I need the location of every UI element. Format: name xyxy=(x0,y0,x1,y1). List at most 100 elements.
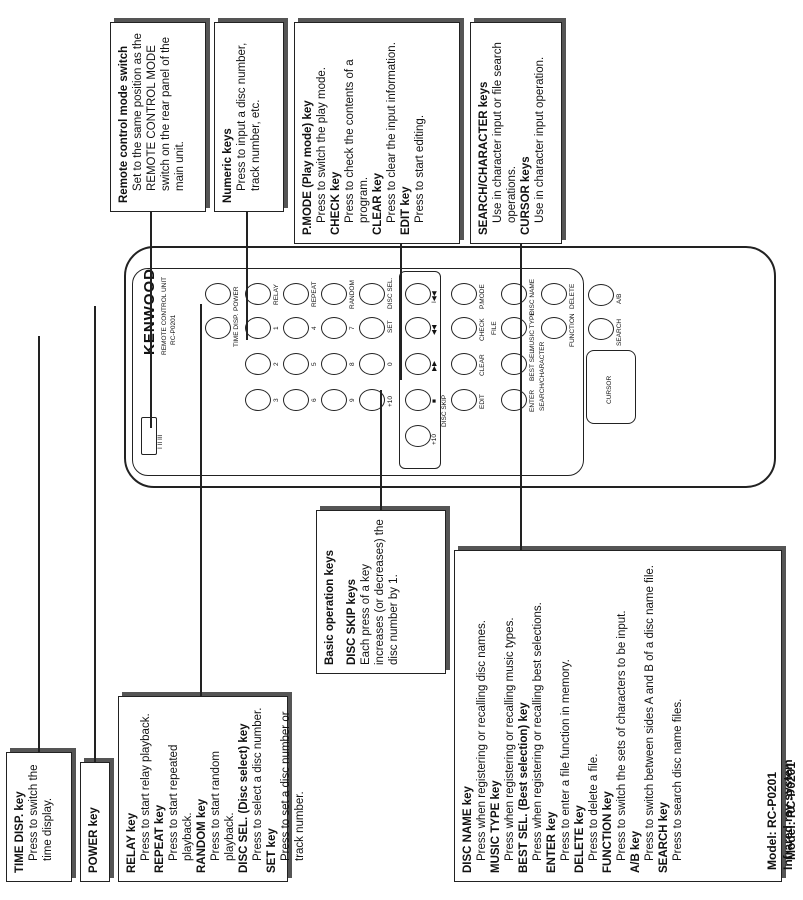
pmode-button[interactable] xyxy=(451,283,477,305)
callout-search-item-0: SEARCH/CHARACTER keys Use in character i… xyxy=(478,42,518,235)
cursor-label: CURSOR xyxy=(606,375,613,404)
callout-file-item-2: BEST SEL. (Best selection) key Press whe… xyxy=(518,602,544,873)
callout-file-item-5: FUNCTION key Press to switch the sets of… xyxy=(602,610,628,873)
power-button[interactable] xyxy=(205,283,231,305)
callout-numeric-desc: Press to input a disc number, track numb… xyxy=(236,42,262,191)
numeric-key-9[interactable] xyxy=(321,389,347,411)
numeric-key-8[interactable] xyxy=(321,353,347,375)
repeat-label: REPEAT xyxy=(311,281,318,307)
numeric-key-6[interactable] xyxy=(283,389,309,411)
numeric-key-5-label: 5 xyxy=(311,362,318,366)
best-sel-button[interactable] xyxy=(501,353,527,375)
disc-skip-plus-label: +10 xyxy=(431,433,438,445)
check-button[interactable] xyxy=(451,317,477,339)
callout-file-item-3: ENTER key Press to enter a file function… xyxy=(546,659,572,873)
numeric-key-3-label: 3 xyxy=(273,398,280,402)
callout-playback: RELAY key Press to start relay playback.… xyxy=(118,696,306,882)
numeric-key-0[interactable] xyxy=(359,353,385,375)
random-button[interactable] xyxy=(321,283,347,305)
disc-skip-label: DISC SKIP xyxy=(441,394,448,427)
callout-playback-item-1: REPEAT key Press to start repeated playb… xyxy=(154,744,194,873)
fwd-label: ▶▶ xyxy=(431,361,438,371)
leader-mode-switch xyxy=(150,212,152,428)
search-char-label: SEARCH/CHARACTER xyxy=(539,341,546,411)
search-label: SEARCH xyxy=(616,318,623,346)
remote-switch-label: I II III xyxy=(157,434,164,449)
clear-button[interactable] xyxy=(451,353,477,375)
ab-button[interactable] xyxy=(588,284,614,306)
relay-label: RELAY xyxy=(273,284,280,305)
random-label: RANDOM xyxy=(349,280,356,309)
numeric-key-7-label: 7 xyxy=(349,326,356,330)
callout-playback-item-4: SET key Press to set a disc number or tr… xyxy=(266,711,306,873)
repeat-button[interactable] xyxy=(283,283,309,305)
numeric-key-7[interactable] xyxy=(321,317,347,339)
callout-basic-desc: Each press of a key increases (or decrea… xyxy=(360,519,400,665)
rew-button[interactable] xyxy=(405,317,431,339)
remote-mode-switch[interactable] xyxy=(141,417,157,455)
delete-button[interactable] xyxy=(541,283,567,305)
rew-label: ◀◀ xyxy=(431,325,438,335)
prev-button[interactable] xyxy=(405,283,431,305)
time-disp-button[interactable] xyxy=(205,317,231,339)
callout-pmode: P.MODE (Play mode) key Press to switch t… xyxy=(294,22,460,244)
numeric-key-4[interactable] xyxy=(283,317,309,339)
ab-label: A/B xyxy=(616,293,623,304)
callout-basic-keys: Basic operation keys DISC SKIP keys Each… xyxy=(316,510,446,674)
callout-file-item-7: SEARCH key Press to search disc name fil… xyxy=(658,698,684,873)
numeric-key-plus10-label: +10 xyxy=(387,395,394,407)
power-label: POWER xyxy=(233,286,240,311)
delete-label: DELETE xyxy=(569,283,576,309)
remote-model-code: RC-P0201 xyxy=(170,314,177,345)
model-caption-line1: Model: RC-P0201 xyxy=(765,771,779,870)
model-caption: Model: RC-P0201 Infrared ray system xyxy=(764,720,800,870)
disc-sel-button[interactable] xyxy=(359,283,385,305)
numeric-key-1-label: 1 xyxy=(273,326,280,330)
check-label: CHECK xyxy=(479,318,486,341)
music-type-button[interactable] xyxy=(501,317,527,339)
disc-name-label: DISC NAME xyxy=(529,278,536,315)
stop-button[interactable] xyxy=(405,389,431,411)
numeric-key-1[interactable] xyxy=(245,317,271,339)
disc-skip-plus-button[interactable] xyxy=(405,425,431,447)
fwd-button[interactable] xyxy=(405,353,431,375)
callout-search-item-1: CURSOR keys Use in character input opera… xyxy=(520,56,546,235)
disc-name-button[interactable] xyxy=(501,283,527,305)
callout-pmode-item-3: EDIT key Press to start editing. xyxy=(400,114,426,235)
callout-time-disp-desc: Press to switch the time display. xyxy=(28,764,54,861)
callout-time-disp-key: TIME DISP. key xyxy=(14,791,26,873)
callout-power: POWER key xyxy=(80,762,110,882)
callout-mode-switch-desc: Set to the same position as the REMOTE C… xyxy=(132,33,186,191)
numeric-key-2-label: 2 xyxy=(273,362,280,366)
callout-power-key: POWER key xyxy=(88,807,100,873)
prev-label: I◀◀ xyxy=(431,291,438,303)
search-button[interactable] xyxy=(588,318,614,340)
numeric-key-2[interactable] xyxy=(245,353,271,375)
callout-file-keys: DISC NAME key Press when registering or … xyxy=(454,550,782,882)
function-button[interactable] xyxy=(541,317,567,339)
edit-label: EDIT xyxy=(479,394,486,409)
clear-label: CLEAR xyxy=(479,354,486,376)
set-button[interactable] xyxy=(359,317,385,339)
leader-playback xyxy=(200,304,202,696)
callout-playback-item-3: DISC SEL. (Disc select) key Press to sel… xyxy=(238,707,264,873)
callout-basic-title: Basic operation keys xyxy=(324,549,336,665)
time-disp-label: TIME DISP. xyxy=(233,313,240,347)
relay-button[interactable] xyxy=(245,283,271,305)
numeric-key-5[interactable] xyxy=(283,353,309,375)
callout-file-item-1: MUSIC TYPE key Press when registering or… xyxy=(490,617,516,873)
callout-search-cursor: SEARCH/CHARACTER keys Use in character i… xyxy=(470,22,562,244)
numeric-key-0-label: 0 xyxy=(387,362,394,366)
set-label: SET xyxy=(387,320,394,333)
pmode-label: P.MODE xyxy=(479,284,486,309)
stop-label: ■ xyxy=(431,399,438,403)
best-sel-label: BEST SEL. xyxy=(529,348,536,381)
remote-subtitle: REMOTE CONTROL UNIT xyxy=(161,276,168,355)
enter-button[interactable] xyxy=(501,389,527,411)
callout-numeric: Numeric keys Press to input a disc numbe… xyxy=(214,22,284,212)
edit-button[interactable] xyxy=(451,389,477,411)
file-section-label: FILE xyxy=(491,321,498,335)
numeric-key-3[interactable] xyxy=(245,389,271,411)
callout-pmode-item-2: CLEAR key Press to clear the input infor… xyxy=(372,42,398,235)
